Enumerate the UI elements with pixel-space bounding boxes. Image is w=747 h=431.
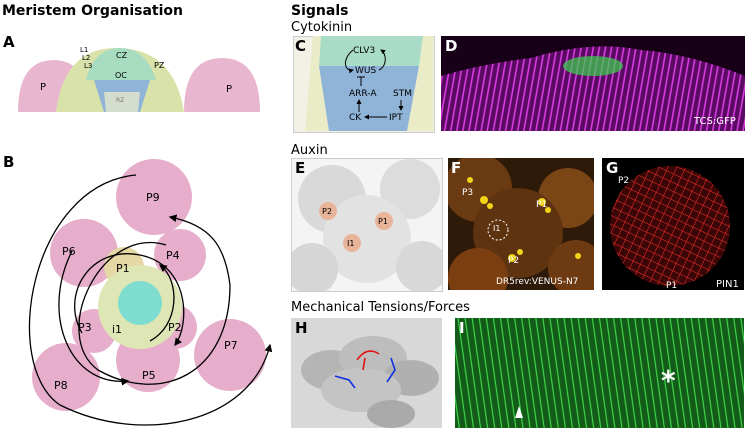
f-i1-label: I1 bbox=[493, 224, 501, 233]
panel-f-letter: F bbox=[451, 159, 462, 177]
auxin-heading: Auxin bbox=[291, 143, 328, 158]
label-p5: P5 bbox=[142, 369, 156, 382]
panel-h-letter: H bbox=[295, 319, 308, 337]
cz-region bbox=[319, 36, 423, 66]
ipt-label: IPT bbox=[389, 113, 403, 123]
panel-d-label: TCS:GFP bbox=[694, 116, 736, 127]
signals-title: Signals bbox=[291, 3, 349, 19]
label-p2: P2 bbox=[168, 321, 182, 334]
layer-l3: L3 bbox=[84, 62, 92, 70]
oc-region bbox=[319, 66, 419, 131]
spiral-arrow-middle bbox=[78, 214, 231, 385]
panel-h-image bbox=[291, 318, 442, 428]
panel-g-label: PIN1 bbox=[716, 279, 739, 290]
label-p7: P7 bbox=[224, 339, 238, 352]
spiral-arrow-inner bbox=[149, 264, 175, 342]
panel-d-image bbox=[441, 36, 745, 131]
stm-label: STM bbox=[393, 89, 412, 99]
label-p8: P8 bbox=[54, 379, 68, 392]
cz-label: CZ bbox=[116, 51, 128, 60]
meristem-centre bbox=[118, 281, 162, 325]
right-primordium bbox=[184, 58, 260, 112]
pz-label: PZ bbox=[154, 61, 165, 70]
g-p2-label: P2 bbox=[618, 176, 630, 186]
panel-e-letter: E bbox=[295, 159, 306, 177]
rib-zone bbox=[104, 92, 140, 112]
mechanical-heading: Mechanical Tensions/Forces bbox=[291, 300, 470, 315]
e-p2-label: P2 bbox=[322, 207, 332, 216]
primordium-p8 bbox=[32, 343, 100, 411]
asterisk-marker: * bbox=[661, 364, 676, 397]
wus-label: WUS bbox=[355, 66, 376, 76]
f-p1-label: P1 bbox=[536, 200, 548, 210]
left-p-label: P bbox=[40, 82, 46, 93]
ck-label: CK bbox=[349, 113, 362, 123]
central-zone bbox=[86, 48, 156, 80]
panel-g-image bbox=[602, 158, 744, 290]
panel-d-letter: D bbox=[445, 37, 458, 55]
panel-c-cytokinin-diagram: CLV3 WUS ARR-A STM CK IPT bbox=[305, 36, 433, 131]
oc-label: OC bbox=[115, 71, 127, 80]
panel-f-image bbox=[448, 158, 594, 290]
spiral-arrow-outer bbox=[28, 174, 273, 426]
panel-a-letter: A bbox=[3, 33, 15, 51]
right-p-label: P bbox=[226, 84, 232, 95]
tcs-signal bbox=[563, 56, 623, 76]
primordium-p7 bbox=[194, 319, 266, 391]
primordium-p6 bbox=[50, 219, 118, 287]
label-p9: P9 bbox=[146, 191, 160, 204]
panel-f-label: DR5rev:VENUS-N7 bbox=[496, 277, 579, 287]
e-p1-label: P1 bbox=[378, 217, 388, 226]
arra-label: ARR-A bbox=[349, 89, 377, 99]
spiral-arrow-p3-p2 bbox=[74, 253, 185, 347]
clv3-label: CLV3 bbox=[353, 46, 375, 56]
cytokinin-heading: Cytokinin bbox=[291, 20, 353, 35]
spiral-arrow-p6-p5 bbox=[58, 250, 130, 386]
panel-b-phyllotaxis-diagram: P9 P6 P4 P1 P3 i1 P2 P7 P8 P5 bbox=[28, 159, 273, 426]
panel-g-letter: G bbox=[606, 159, 619, 177]
panel-b-letter: B bbox=[3, 153, 15, 171]
layer-l1: L1 bbox=[80, 46, 88, 54]
label-i1: i1 bbox=[112, 323, 122, 336]
panel-c-letter: C bbox=[295, 37, 307, 55]
panel-a-meristem-diagram: L1 L2 L3 CZ PZ OC RZ P P bbox=[18, 46, 260, 112]
panel-e-image: P2 P1 I1 bbox=[291, 158, 443, 292]
panel-i-letter: I bbox=[459, 319, 465, 337]
label-p1: P1 bbox=[116, 262, 130, 275]
rz-label: RZ bbox=[116, 97, 124, 104]
label-p4: P4 bbox=[166, 249, 180, 262]
panel-i-image: * bbox=[455, 318, 744, 428]
label-p6: P6 bbox=[62, 245, 76, 258]
f-p2-label: P2 bbox=[508, 256, 520, 266]
layer-l2: L2 bbox=[82, 54, 90, 62]
arrowhead-marker bbox=[515, 406, 523, 418]
g-p1-label: P1 bbox=[666, 281, 678, 291]
f-p3-label: P3 bbox=[462, 188, 474, 198]
label-p3: P3 bbox=[78, 321, 92, 334]
meristem-organisation-title: Meristem Organisation bbox=[2, 3, 184, 19]
e-i1-label: I1 bbox=[347, 239, 354, 248]
pin1-meristem bbox=[610, 166, 730, 286]
